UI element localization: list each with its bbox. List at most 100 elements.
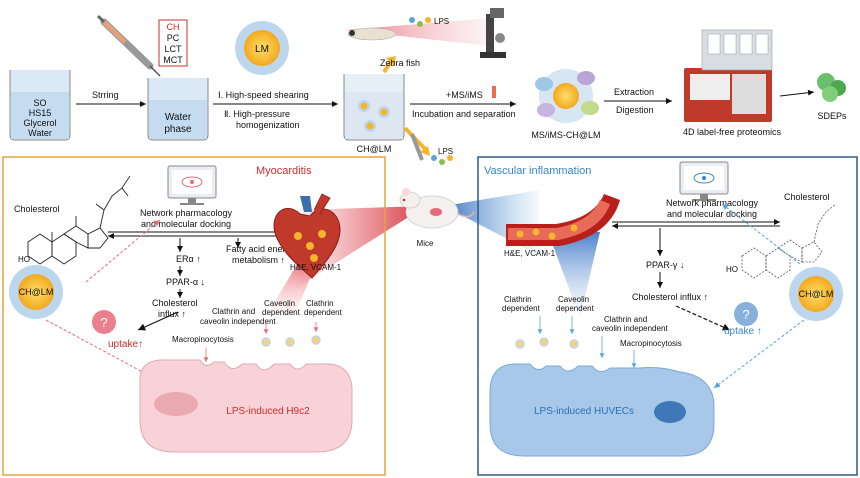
chol-influx-label-right: Cholesterol influx ↑ <box>632 292 708 302</box>
cholesterol-label-left: Cholesterol <box>14 204 60 214</box>
mass-spectrometer-icon <box>684 29 773 122</box>
lm-label: LM <box>255 44 269 55</box>
protein-structure-icon <box>817 73 846 102</box>
huvec-cell <box>489 363 715 457</box>
network-label-right-1: Network pharmacology <box>666 198 759 208</box>
clathrin-dep-left-1: Clathrin <box>306 299 334 308</box>
cholesterol-label-right: Cholesterol <box>784 192 830 202</box>
uptake-label-left: uptake↑ <box>108 339 143 350</box>
lps-mice-molecule-icon <box>431 155 453 165</box>
vascular-title: Vascular inflammation <box>484 165 591 177</box>
mouse-icon <box>399 188 475 229</box>
caveolin-dep-left-2: dependent <box>262 308 301 317</box>
er-label: ERα ↑ <box>176 254 201 264</box>
incubation-label: Incubation and separation <box>412 109 516 119</box>
arrow-ch-lm-to-network-right <box>721 203 801 265</box>
clathrin-dep-left-2: dependent <box>304 308 343 317</box>
caveolin-dep-right-2: dependent <box>556 304 595 313</box>
water-phase-label-1: Water <box>165 112 192 123</box>
cholesterol-structure-right <box>741 203 837 279</box>
list-lct: LCT <box>164 44 182 54</box>
syringe-mice-icon <box>410 133 424 161</box>
macropinocytosis-left: Macropinocytosis <box>172 335 234 344</box>
he-vcam-label-left: H&E, VCAM-1 <box>290 263 342 272</box>
arrow-uptake-right <box>713 319 805 389</box>
arrow-ch-lm-to-network-left <box>85 219 161 283</box>
zebrafish-beam <box>346 18 490 46</box>
lm-particle: LM <box>235 21 289 75</box>
clathrin-dep-right-2: dependent <box>502 304 541 313</box>
mice-label: Mice <box>417 239 434 248</box>
beaker-oil-phase: SO HS15 Glycerol Water <box>9 70 71 141</box>
ch-lm-particle-right <box>789 267 843 321</box>
lps-mice-label: LPS <box>438 147 453 156</box>
arrow-chol-to-uptake-right <box>675 305 731 331</box>
step1-label: Ⅰ. High-speed shearing <box>218 90 309 100</box>
ppar-gamma-label: PPAR-γ ↓ <box>646 260 684 270</box>
beam-vessel-down <box>548 232 600 318</box>
endocytosis-particles-left <box>203 322 321 362</box>
zebrafish-label: Zebra fish <box>380 58 420 68</box>
beam-to-vessel <box>444 190 540 256</box>
beaker-water-phase: Water phase <box>147 78 209 141</box>
stirring-label: Strring <box>92 90 119 100</box>
huvec-label: LPS-induced HUVECs <box>534 406 634 417</box>
fatty-acid-label-2: metabolism ↑ <box>232 255 285 265</box>
ppar-alpha-label: PPAR-α ↓ <box>166 277 205 287</box>
question-mark-right-text: ? <box>742 307 749 322</box>
step2-label-2: homogenization <box>236 120 300 130</box>
caveolin-dep-right-1: Caveolin <box>558 295 589 304</box>
water-phase-label-2: phase <box>164 124 192 135</box>
vascular-panel <box>477 156 858 476</box>
zebrafish-icon <box>347 27 397 41</box>
h9c2-nucleus <box>154 392 198 416</box>
syringe-icon <box>96 14 161 77</box>
clathrin-indep-right-1: Clathrin and <box>604 315 647 324</box>
ho-label-right: HO <box>726 265 738 274</box>
list-pc: PC <box>167 33 180 43</box>
clathrin-dep-right-1: Clathrin <box>504 295 532 304</box>
list-ch: CH <box>167 22 180 32</box>
beaker-label-4: Water <box>28 128 52 138</box>
h9c2-label: LPS-induced H9c2 <box>226 406 310 417</box>
question-mark-right <box>734 302 758 326</box>
huvec-nucleus <box>654 401 686 423</box>
clathrin-indep-left-2: caveolin independent <box>200 317 276 326</box>
chol-influx-label-left-2: influx ↑ <box>158 309 186 319</box>
ch-lm-label-right: CH@LM <box>799 289 834 299</box>
myocarditis-panel <box>2 156 386 476</box>
ch-lm-label-left: CH@LM <box>19 287 54 297</box>
computer-icon-left <box>167 165 217 205</box>
clathrin-indep-right-2: caveolin independent <box>592 324 668 333</box>
microscope-icon <box>480 8 506 58</box>
endocytosis-particles-right <box>515 316 637 368</box>
myocarditis-title: Myocarditis <box>256 165 312 177</box>
ch-lm-particle-left <box>9 265 63 319</box>
list-mct: MCT <box>163 55 183 65</box>
network-label-right-2: and molecular docking <box>667 209 757 219</box>
network-label-left-1: Network pharmacology <box>140 208 233 218</box>
digestion-label: Digestion <box>616 105 654 115</box>
lps-molecule-icon <box>409 17 431 27</box>
cholesterol-structure-left <box>27 175 131 265</box>
ms-ims-ch-lm-label: MS/iMS-CH@LM <box>531 130 600 140</box>
blood-vessel-icon <box>506 194 620 246</box>
uptake-label-right: uptake ↑ <box>724 326 762 337</box>
sdeps-label: SDEPs <box>817 111 847 121</box>
question-mark-left <box>92 310 116 334</box>
macropinocytosis-right: Macropinocytosis <box>620 339 682 348</box>
step2-label-1: Ⅱ. High-pressure <box>224 109 290 119</box>
question-mark-left-text: ? <box>100 315 107 330</box>
he-vcam-label-right: H&E, VCAM-1 <box>504 249 556 258</box>
component-list-box: CH PC LCT MCT <box>158 19 188 67</box>
lps-label: LPS <box>434 17 449 26</box>
test-tube-icon <box>492 86 496 98</box>
beaker-ch-lm <box>343 74 405 141</box>
beaker-label-1: SO <box>33 98 46 108</box>
beaker-label-3: Glycerol <box>23 118 56 128</box>
computer-icon-right <box>679 161 729 201</box>
extraction-label: Extraction <box>614 87 654 97</box>
ho-label-left: HO <box>18 255 30 264</box>
arrow-sdeps <box>779 89 815 97</box>
